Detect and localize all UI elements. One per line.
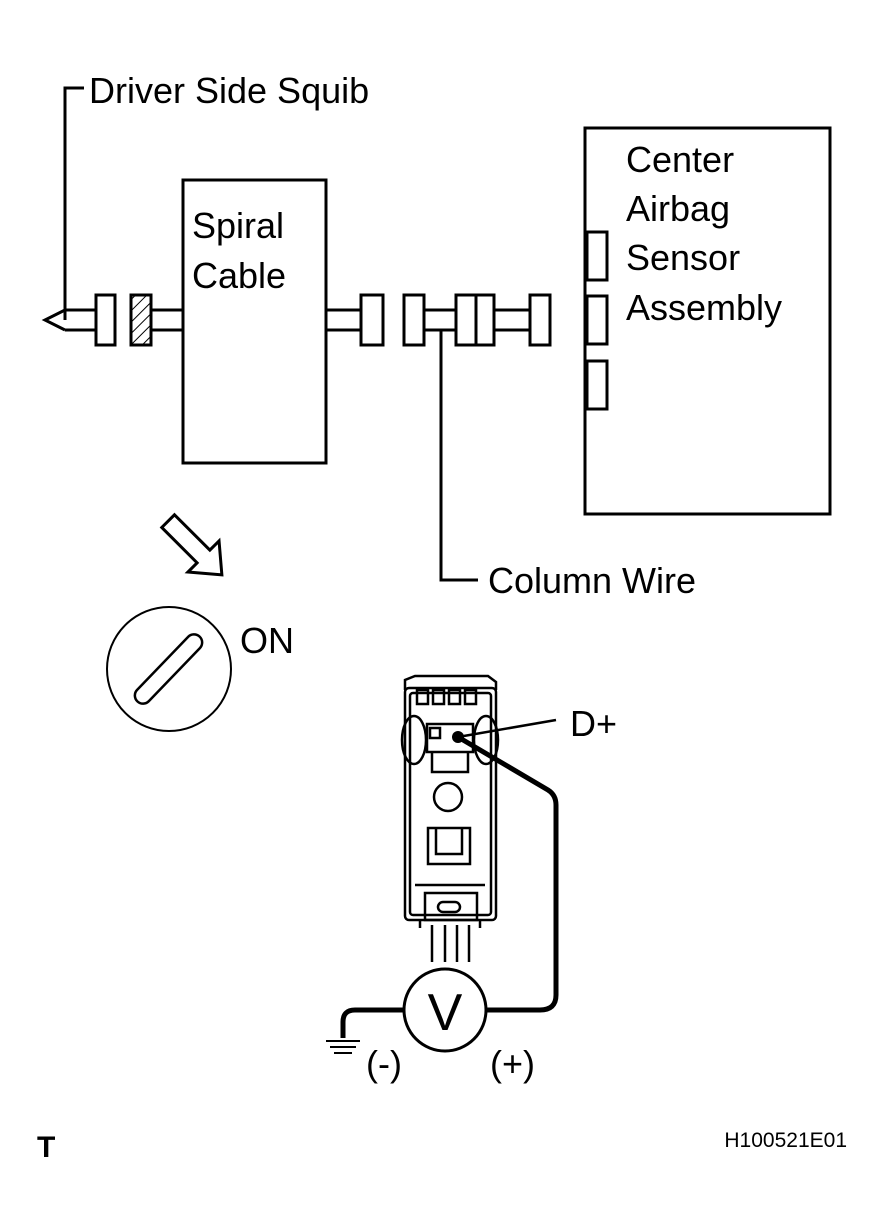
positive-probe-label: (+): [490, 1043, 535, 1084]
center-airbag-label-line2: Airbag: [626, 188, 730, 229]
arrow-icon: [159, 512, 224, 577]
sensor-connector-3: [585, 359, 609, 411]
negative-probe-label: (-): [366, 1043, 402, 1084]
center-airbag-sensor-box: [583, 126, 832, 516]
column-connector-d: [528, 293, 552, 347]
center-airbag-label-line4: Assembly: [626, 287, 782, 328]
corner-mark: T: [37, 1131, 55, 1164]
hatched-connector: [129, 293, 153, 347]
squib-connector: [94, 293, 117, 347]
column-connector-c: [474, 293, 496, 347]
sensor-connector-2: [585, 294, 609, 346]
ignition-key-icon: [106, 606, 232, 732]
column-connector-a: [402, 293, 426, 347]
center-airbag-label-line3: Sensor: [626, 237, 740, 278]
squib-leader-line: [63, 86, 84, 320]
voltmeter-symbol: V: [428, 984, 463, 1042]
spiral-cable-label-line2: Cable: [192, 255, 286, 296]
driver-side-squib-label: Driver Side Squib: [89, 70, 369, 111]
spiral-out-connector: [359, 293, 385, 347]
sensor-connector-1: [585, 230, 609, 282]
positive-probe-lead: [456, 734, 559, 1013]
connector-icon: [400, 674, 500, 928]
center-airbag-label-line1: Center: [626, 139, 734, 180]
ignition-on-label: ON: [240, 620, 294, 661]
column-wire-leader: [439, 330, 478, 582]
figure-code: H100521E01: [724, 1129, 847, 1152]
d-plus-leader: [457, 718, 557, 739]
squib-plug: [41, 308, 66, 332]
connector-wires: [430, 925, 471, 962]
spiral-cable-box: [181, 178, 328, 465]
negative-probe-lead: [340, 1007, 404, 1038]
voltmeter-icon: V: [402, 967, 488, 1053]
ground-icon: [326, 1040, 360, 1054]
column-connector-b: [454, 293, 478, 347]
d-plus-label: D+: [570, 703, 617, 744]
column-wire-label: Column Wire: [488, 560, 696, 601]
spiral-cable-label-line1: Spiral: [192, 205, 284, 246]
